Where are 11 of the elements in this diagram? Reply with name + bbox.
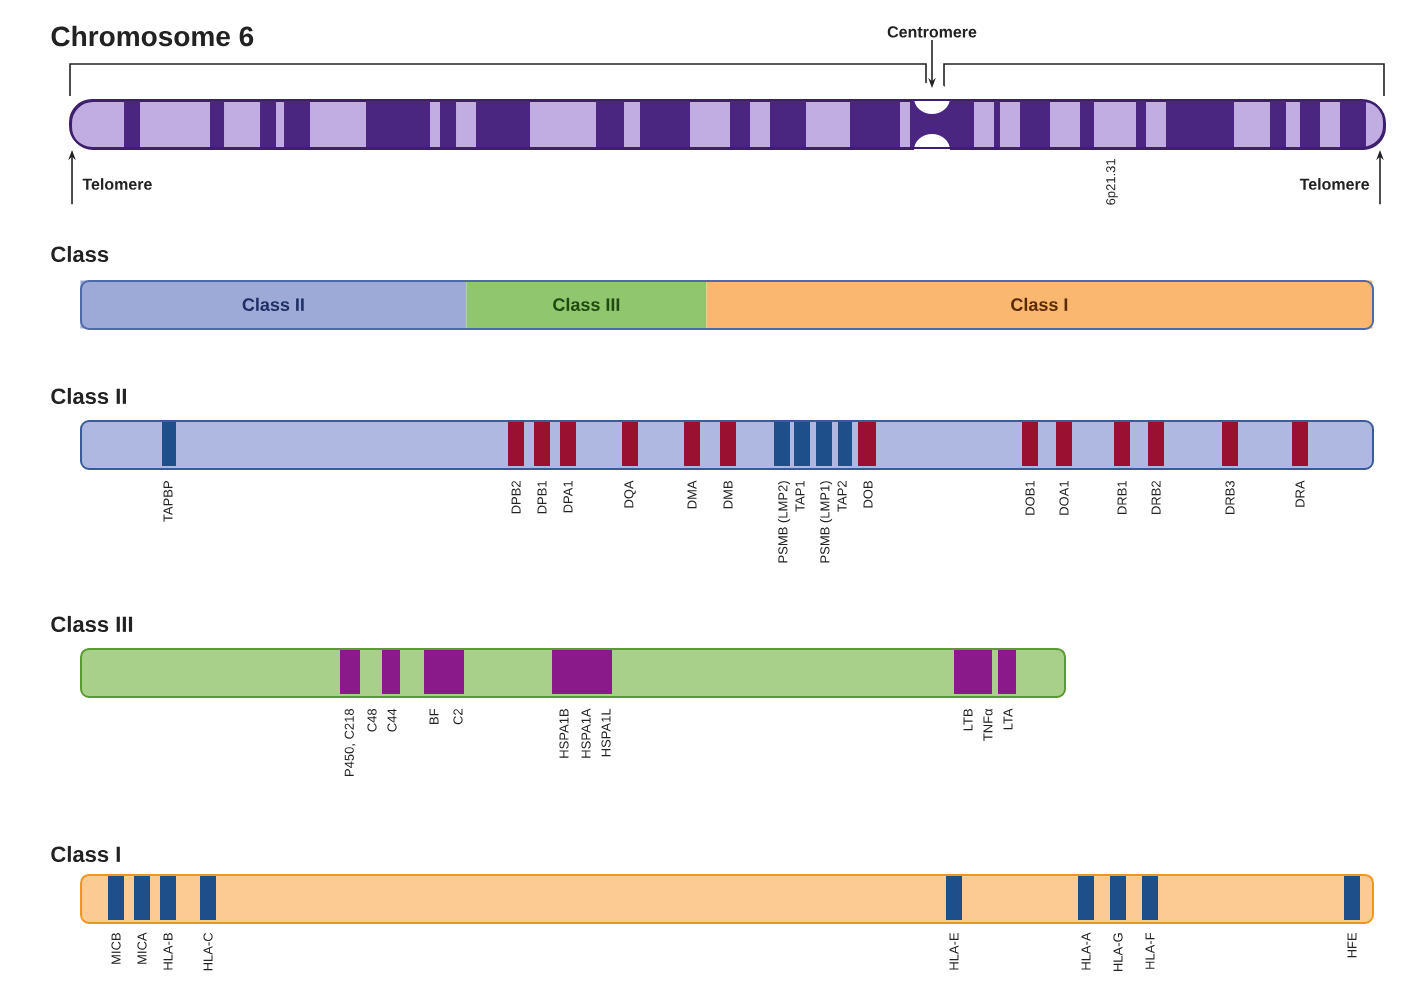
heading: Class II <box>51 387 126 405</box>
heading: Class <box>51 245 109 263</box>
heading: Class I <box>51 845 120 863</box>
class-segment: Class I <box>706 280 1373 329</box>
annotation: Telomere <box>82 178 152 190</box>
class-segment: Class III <box>466 280 707 329</box>
annotation: Centromere <box>887 26 977 38</box>
annotation: Telomere <box>1299 178 1370 190</box>
class-segment: Class II <box>80 280 467 329</box>
heading: Chromosome 6 <box>51 25 254 47</box>
heading: Class III <box>51 615 133 633</box>
